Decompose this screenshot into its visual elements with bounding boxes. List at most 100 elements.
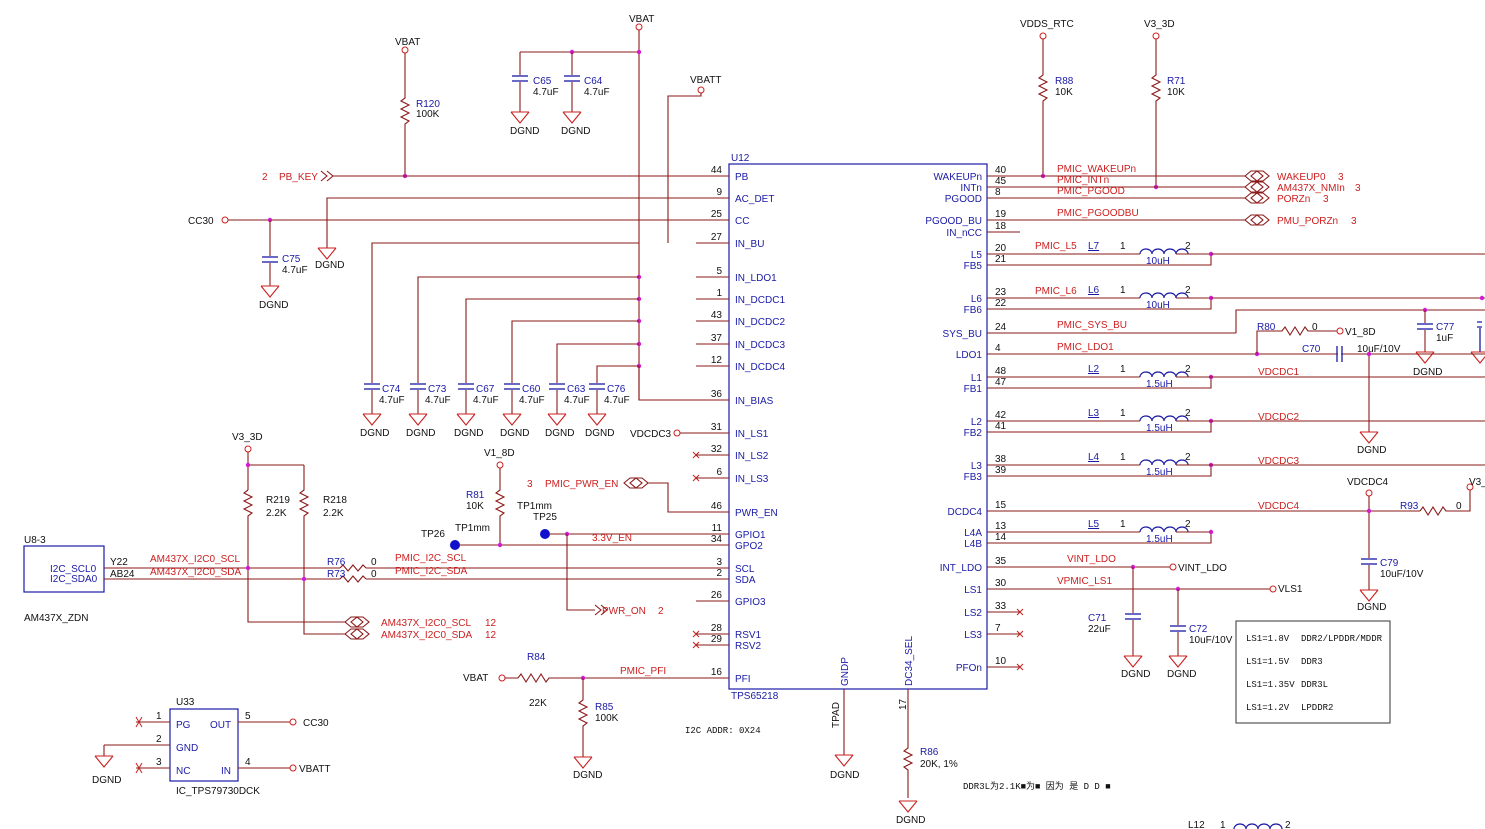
- pin-number: 21: [995, 254, 1007, 265]
- dgnd-label: DGND: [1357, 602, 1386, 613]
- resistor-r218: [298, 465, 345, 635]
- pin-number: 31: [711, 422, 723, 433]
- u33-pin-num-3: 3: [156, 757, 162, 768]
- pin-number: 27: [711, 232, 723, 243]
- c64-value: 4.7uF: [584, 87, 610, 98]
- dgnd-label: DGND: [1413, 367, 1442, 378]
- dgnd-label: DGND: [1121, 669, 1150, 680]
- pmic-part: TPS65218: [731, 691, 779, 702]
- ls1-memory-type: DDR2/LPDDR/MDDR: [1301, 634, 1383, 644]
- pin-number: 42: [995, 410, 1007, 421]
- u33-pin-nc: NC: [176, 766, 190, 777]
- r93-ref: R93: [1400, 501, 1419, 512]
- pin-label-l6: L6: [971, 294, 983, 305]
- cap-value: 4.7uF: [519, 395, 545, 406]
- tp26-type: TP1mm: [455, 523, 490, 534]
- vint-ldo-label: VINT_LDO: [1178, 563, 1227, 574]
- ls1-voltage: LS1=1.5V: [1246, 657, 1290, 667]
- u8-part: AM437X_ZDN: [24, 613, 88, 624]
- en33-label: 3.3V_EN: [592, 533, 632, 544]
- pmic-scl-label: PMIC_I2C_SCL: [395, 553, 467, 564]
- ground-symbol: [898, 800, 918, 813]
- r88-value: 10K: [1055, 87, 1073, 98]
- resistor-r86: [902, 745, 914, 798]
- u33-pin-in: IN: [221, 766, 231, 777]
- c65-ref: C65: [533, 76, 552, 87]
- pin-label-in_dcdc3: IN_DCDC3: [735, 340, 785, 351]
- vbat-label: VBAT: [629, 14, 654, 25]
- l12-pin2: 2: [1285, 820, 1291, 829]
- pin-label-int_ldo: INT_LDO: [940, 563, 982, 574]
- cap-ref: C74: [382, 384, 401, 395]
- pin-number: 13: [995, 521, 1007, 532]
- pin-label-gpio1: GPIO1: [735, 530, 766, 541]
- inductor-value: 1.5uH: [1146, 379, 1173, 390]
- pin-label-fb6: FB6: [964, 305, 983, 316]
- inductor-pin1: 1: [1120, 408, 1126, 419]
- pin-number: 24: [995, 322, 1007, 333]
- pin-label-pfon: PFOn: [956, 663, 982, 674]
- offpage-porzn: PORZn: [1277, 194, 1310, 205]
- pin-label-in_ls3: IN_LS3: [735, 474, 769, 485]
- cc30-label: CC30: [303, 718, 329, 729]
- pin-number: 26: [711, 590, 723, 601]
- pin-number: 18: [995, 221, 1007, 232]
- cap-ref: C63: [567, 384, 586, 395]
- vbat-rail: VBAT C65 4.7uF C64 4.7uF DGND DGND: [510, 14, 654, 400]
- pin-number: 29: [711, 634, 723, 645]
- pin-number: 11: [712, 523, 723, 534]
- offpage-porzn-sheet: 3: [1323, 194, 1329, 205]
- pin-number: 37: [711, 333, 723, 344]
- vbat-label: VBAT: [463, 673, 488, 684]
- c72-ref: C72: [1189, 624, 1208, 635]
- inductor-coil: [1139, 459, 1189, 466]
- pin-num-17: 17: [898, 698, 909, 710]
- pin-label-ls2: LS2: [964, 608, 982, 619]
- pin-label-gpo2: GPO2: [735, 541, 763, 552]
- pin-label-in_ls1: IN_LS1: [735, 429, 769, 440]
- pin-number: 41: [995, 421, 1007, 432]
- pin-label-l3: L3: [971, 461, 983, 472]
- cap-value: 4.7uF: [425, 395, 451, 406]
- pin-number: 43: [711, 310, 723, 321]
- c79-value: 10uF/10V: [1380, 569, 1424, 580]
- dgnd-label: DGND: [545, 428, 574, 439]
- resistor-r84: [505, 672, 729, 684]
- v3-3d-label: V3_3D: [1144, 19, 1175, 30]
- pin-label-ac_det: AC_DET: [735, 194, 774, 205]
- resistor-r85: [577, 678, 589, 757]
- testpoint-tp26: [450, 540, 460, 550]
- r85-ref: R85: [595, 702, 614, 713]
- u8-pin-num-ab24: AB24: [110, 569, 135, 580]
- pin-label-scl: SCL: [735, 564, 755, 575]
- ls1-memory-type: LPDDR2: [1301, 703, 1333, 713]
- inductor-pin2: 2: [1185, 364, 1191, 375]
- r76-value: 0: [371, 557, 377, 568]
- l12-pin1: 1: [1220, 820, 1226, 829]
- pin-number: 32: [711, 444, 723, 455]
- pin-number: 38: [995, 454, 1007, 465]
- pin-label-pgood_bu: PGOOD_BU: [925, 216, 982, 227]
- vbatt-label: VBATT: [299, 764, 330, 775]
- pin-number: 35: [995, 556, 1007, 567]
- r81-ref: R81: [466, 490, 485, 501]
- resistor-r71: [1150, 39, 1162, 187]
- inductor-ref: L3: [1088, 408, 1100, 419]
- pin-number: 34: [711, 534, 723, 545]
- c70-value: 10uF/10V: [1357, 344, 1401, 355]
- cap-ref: C76: [607, 384, 626, 395]
- inductor-coil: [1139, 526, 1189, 533]
- i2c-net: U8-3 AM437X_ZDN I2C_SCL0 I2C_SDA0 Y22 AB…: [23, 432, 729, 641]
- pmic-body: [728, 163, 988, 690]
- c71-value: 22uF: [1088, 624, 1111, 635]
- inductor-pin2: 2: [1185, 452, 1191, 463]
- dgnd-label: DGND: [573, 770, 602, 781]
- r86-ref: R86: [920, 747, 939, 758]
- resistor-r120: [399, 53, 411, 176]
- pin-number: 4: [995, 343, 1001, 354]
- v1-8d-r80-label: V1_8D: [1345, 327, 1376, 338]
- pin-number: 23: [995, 287, 1007, 298]
- dgnd-label: DGND: [360, 428, 389, 439]
- pin-number: 3: [716, 557, 722, 568]
